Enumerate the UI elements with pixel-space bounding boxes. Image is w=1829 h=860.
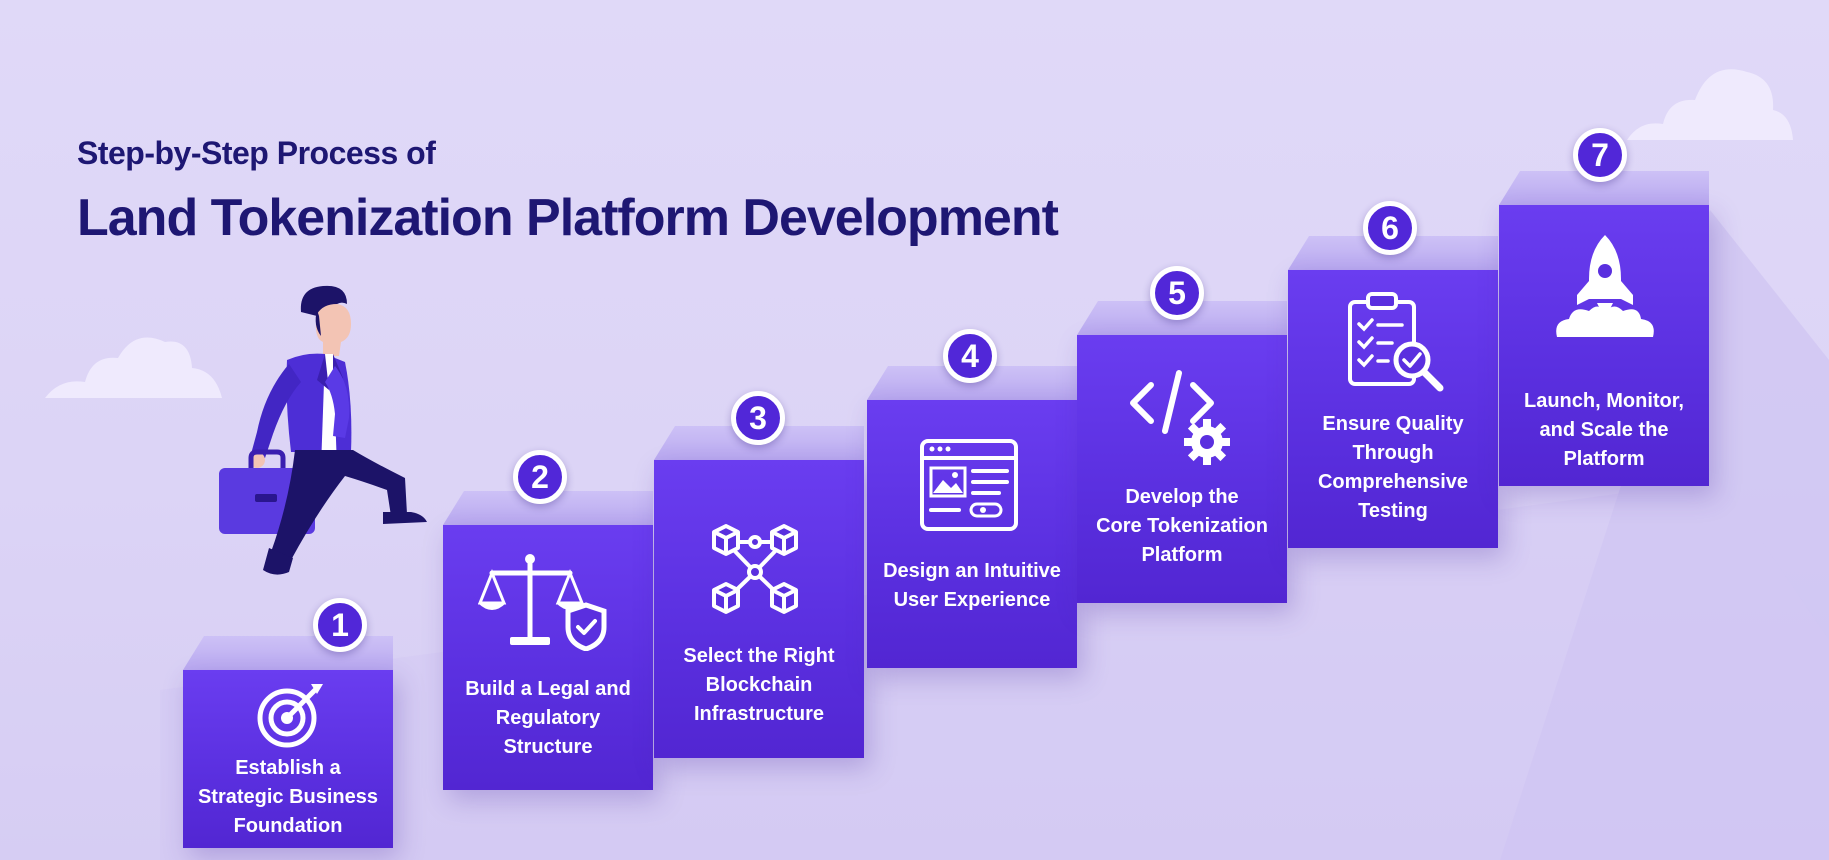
target-icon (257, 684, 323, 748)
page-title: Land Tokenization Platform Development (77, 189, 1059, 247)
cloud-left (45, 337, 222, 398)
step-label: Ensure Quality Through Comprehensive Tes… (1317, 413, 1469, 522)
step-number-badge: 7 (1573, 128, 1627, 182)
step-label: Select the Right Blockchain Infrastructu… (683, 645, 835, 725)
step-label: Establish a Strategic Business Foundatio… (197, 757, 379, 837)
rocket-icon (1556, 235, 1654, 337)
step-label: Build a Legal and Regulatory Structure (465, 678, 631, 758)
step-label: Develop the Core Tokenization Platform (1096, 486, 1268, 566)
step-number-badge: 5 (1150, 266, 1204, 320)
checklist-magnifier-icon (1348, 292, 1444, 392)
step-number-badge: 6 (1363, 201, 1417, 255)
step-face (654, 460, 864, 758)
scales-shield-icon (478, 554, 607, 651)
businessman-illustration (219, 285, 427, 575)
step-number-badge: 3 (731, 391, 785, 445)
step-number-badge: 2 (513, 450, 567, 504)
code-gear-icon (1130, 370, 1230, 465)
step-label: Launch, Monitor, and Scale the Platform (1524, 390, 1684, 470)
page-subtitle: Step-by-Step Process of (77, 135, 436, 171)
step-number-badge: 1 (313, 598, 367, 652)
step-face (443, 525, 653, 790)
step-face (867, 400, 1077, 668)
blockchain-network-icon (712, 524, 798, 614)
step-face (1077, 335, 1287, 603)
step-number-badge: 4 (943, 329, 997, 383)
step-face (1288, 270, 1498, 548)
cloud-right (1627, 69, 1793, 140)
browser-window-icon (920, 439, 1018, 531)
step-label: Design an Intuitive User Experience (883, 560, 1061, 611)
